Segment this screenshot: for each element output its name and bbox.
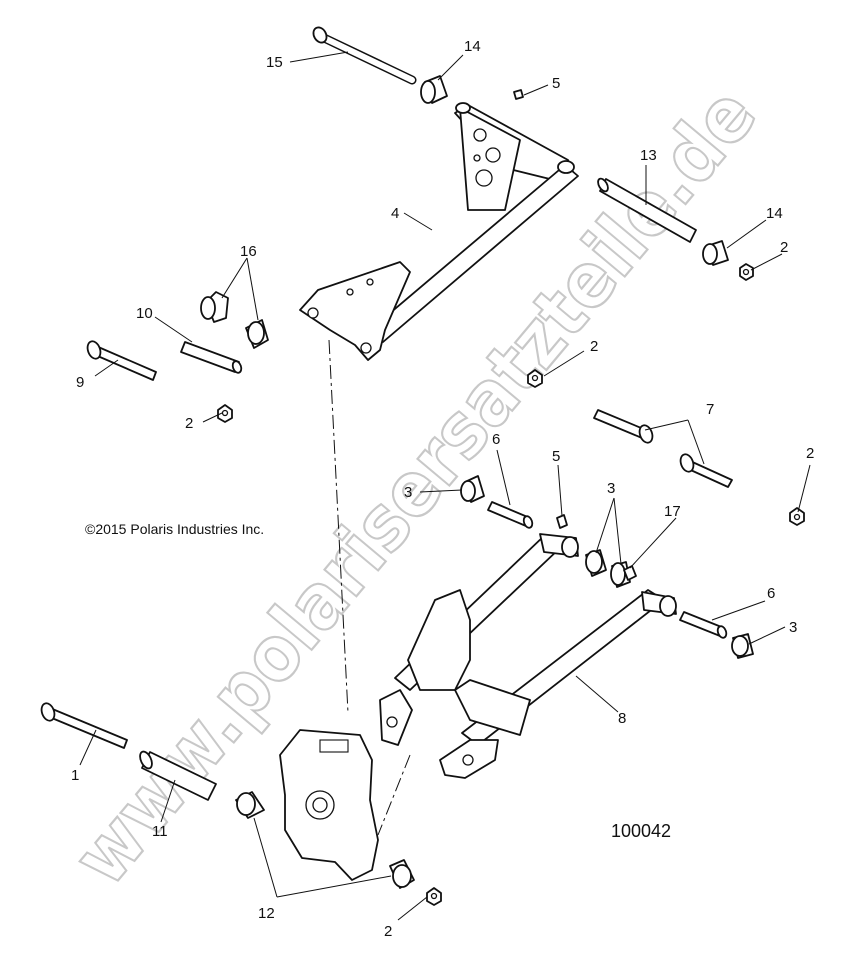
bushings-16 [200,291,269,349]
leader-lines [79,51,811,921]
nut-2-far-right [789,507,805,526]
spacer-10 [180,341,243,374]
callout-5-middle: 5 [552,448,560,465]
callout-7: 7 [706,401,714,418]
callout-3-left: 3 [404,484,412,501]
nut-2-middle [527,369,543,388]
callout-2-right-top: 2 [780,239,788,256]
spacer-6-right [679,611,728,639]
grease-fitting-17 [623,565,637,581]
callout-labels: 15 14 5 13 14 2 4 16 10 9 2 2 7 2 3 6 5 … [71,38,814,940]
fitting-5-top [513,89,524,100]
nut-2-left [217,404,233,423]
callout-8: 8 [618,710,626,727]
assembly-centerline [328,339,411,836]
callout-3-right: 3 [789,619,797,636]
bolts-7 [593,409,733,488]
bushing-14-right [702,240,729,266]
bushing-3-left [460,475,485,503]
fitting-5-middle [556,514,568,529]
nut-2-bottom [426,887,442,906]
bushing-14-top [420,75,448,104]
pin-13 [597,177,697,243]
bolt-1 [40,702,128,749]
callout-2-bottom: 2 [384,923,392,940]
callout-15: 15 [266,54,283,71]
bushings-3-center [585,549,631,588]
callout-14-right: 14 [766,205,783,222]
callout-2-far-right: 2 [806,445,814,462]
lower-arms-8 [379,533,677,779]
steering-knuckle [279,729,379,881]
bolt-15 [312,26,417,85]
callout-12: 12 [258,905,275,922]
callout-9: 9 [76,374,84,391]
upper-a-arm-4 [299,102,579,361]
callout-17: 17 [664,503,681,520]
callout-13: 13 [640,147,657,164]
bushings-12 [235,791,415,889]
callout-1: 1 [71,767,79,784]
callout-16: 16 [240,243,257,260]
diagram-number: 100042 [611,821,671,841]
bushing-3-right [731,633,754,659]
callout-3-center: 3 [607,480,615,497]
callout-2-middle: 2 [590,338,598,355]
callout-6-right: 6 [767,585,775,602]
spacer-6-left [487,501,534,529]
callout-10: 10 [136,305,153,322]
callout-2-left: 2 [185,415,193,432]
nut-2-right-top [739,263,754,281]
callout-14-top: 14 [464,38,481,55]
sleeve-11 [139,750,217,801]
callout-6-left: 6 [492,431,500,448]
copyright-text: ©2015 Polaris Industries Inc. [85,521,264,537]
callout-5-top: 5 [552,75,560,92]
callout-11: 11 [152,823,168,840]
callout-4: 4 [391,205,399,222]
bolt-9 [86,340,157,381]
